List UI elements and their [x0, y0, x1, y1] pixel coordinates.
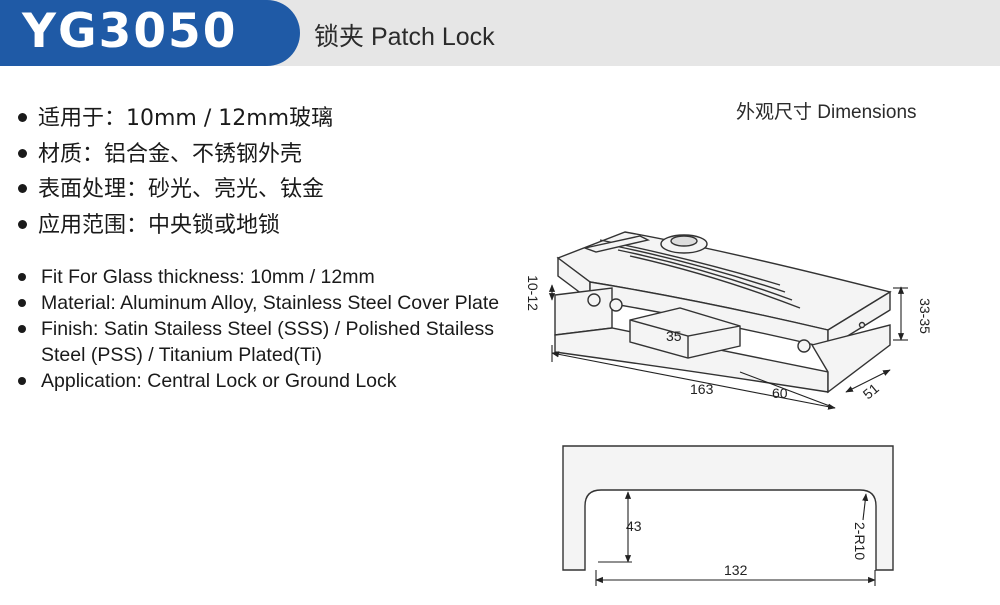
patch-lock-3d-view — [554, 231, 892, 394]
rib-plate — [582, 235, 651, 253]
bullet-icon — [18, 377, 26, 385]
feature-en-item: Application: Central Lock or Ground Lock — [18, 368, 511, 394]
dim-label-inner: 35 — [666, 328, 682, 344]
dim-label-total-height: 33-35 — [917, 298, 933, 334]
dim-label-opening: 132 — [724, 562, 748, 578]
bullet-icon — [18, 273, 26, 281]
feature-cn-text: 适用于：10mm / 12mm玻璃 — [38, 106, 334, 131]
feature-en-item: Finish: Satin Stailess Steel (SSS) / Pol… — [18, 316, 511, 368]
bullet-icon — [18, 219, 27, 229]
dim-label-slot: 60 — [772, 385, 788, 401]
screw-icon — [609, 298, 623, 312]
patch-lock-front-view — [562, 445, 894, 571]
feature-cn-item: 表面处理：砂光、亮光、钛金 — [18, 172, 333, 208]
product-title: 锁夹 Patch Lock — [314, 23, 495, 51]
dim-label-length: 163 — [690, 381, 714, 397]
feature-cn-item: 材质：铝合金、不锈钢外壳 — [18, 137, 333, 173]
feature-cn-item: 适用于：10mm / 12mm玻璃 — [18, 101, 333, 137]
bullet-icon — [18, 325, 26, 333]
clamp-plate-left — [554, 287, 613, 336]
bullet-icon — [18, 299, 26, 307]
screw-hole-icon — [858, 321, 866, 329]
feature-en-text: Material: Aluminum Alloy, Stainless Stee… — [41, 292, 500, 314]
feature-en-text: Fit For Glass thickness: 10mm / 12mm — [41, 266, 375, 288]
model-code-tab: YG3050 — [0, 0, 300, 66]
inner-block — [629, 307, 741, 359]
front-profile — [562, 445, 894, 571]
screw-icon — [587, 293, 601, 307]
screw-icon — [797, 339, 811, 353]
dimension-lines-3d — [548, 284, 908, 410]
lock-cylinder-core — [670, 235, 698, 247]
rib-line — [617, 249, 793, 301]
dimensions-caption: 外观尺寸 Dimensions — [736, 102, 917, 123]
feature-cn-text: 表面处理：砂光、亮光、钛金 — [38, 177, 325, 202]
dimension-lines-front — [595, 491, 876, 586]
features-cn-list: 适用于：10mm / 12mm玻璃 材质：铝合金、不锈钢外壳 表面处理：砂光、亮… — [18, 101, 333, 243]
rib-line — [629, 255, 801, 309]
rib-line — [609, 244, 786, 293]
feature-en-text: Finish: Satin Stailess Steel (SSS) / Pol… — [41, 318, 495, 366]
features-en-list: Fit For Glass thickness: 10mm / 12mm Mat… — [18, 264, 511, 394]
feature-en-item: Material: Aluminum Alloy, Stainless Stee… — [18, 290, 511, 316]
bullet-icon — [18, 184, 27, 193]
bullet-icon — [18, 113, 27, 122]
bullet-icon — [18, 148, 27, 158]
feature-cn-text: 材质：铝合金、不锈钢外壳 — [38, 141, 303, 167]
dim-label-radius: 2-R10 — [852, 522, 868, 560]
feature-en-item: Fit For Glass thickness: 10mm / 12mm — [18, 264, 511, 290]
feature-cn-text: 应用范围：中央锁或地锁 — [38, 212, 281, 238]
dim-label-depth: 43 — [626, 518, 642, 534]
feature-cn-item: 应用范围：中央锁或地锁 — [18, 208, 333, 244]
feature-en-text: Application: Central Lock or Ground Lock — [41, 370, 397, 392]
dim-label-height: 10-12 — [525, 275, 541, 311]
model-code: YG3050 — [22, 4, 238, 59]
